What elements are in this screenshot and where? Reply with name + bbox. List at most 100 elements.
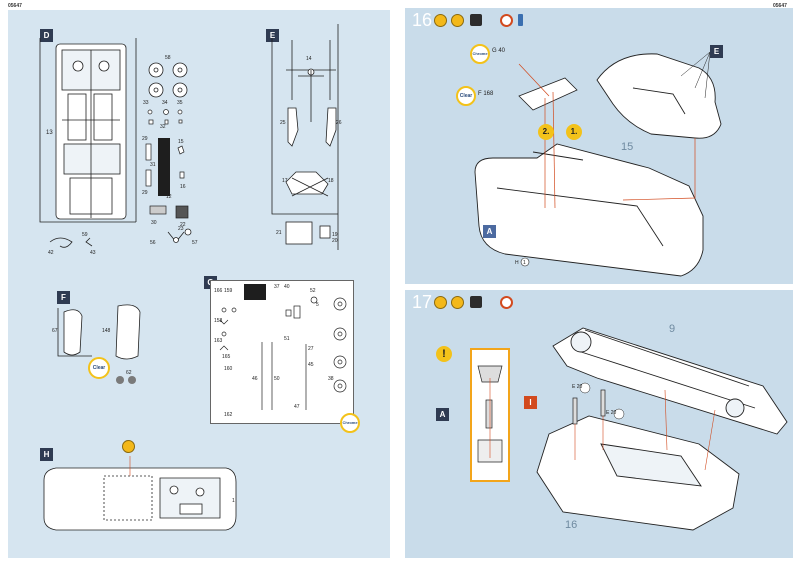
step16-order-1: 1. — [566, 124, 582, 140]
label-g-159: 159 — [224, 288, 233, 294]
label-g-163: 163 — [214, 338, 223, 344]
label-d-34: 34 — [162, 100, 168, 106]
step16-clear-part: F 168 — [478, 91, 493, 97]
label-e-21: 21 — [276, 230, 282, 236]
label-e-26: 26 — [336, 120, 342, 126]
section-f-drawing: 67 148 62 — [52, 304, 141, 384]
step17-warning-icon: ! — [436, 346, 452, 362]
step17-part-9-label: 9 — [669, 323, 675, 335]
label-d-32: 32 — [160, 124, 166, 130]
label-g-158: 158 — [214, 318, 223, 324]
step17-number: 17 — [412, 292, 433, 312]
label-d-56: 56 — [150, 240, 156, 246]
label-g-162: 162 — [224, 412, 233, 418]
label-e-14: 14 — [306, 56, 312, 62]
step17-part-20a: 20 — [576, 384, 583, 390]
label-g-5: 5 — [316, 302, 319, 308]
label-d-29a: 29 — [142, 136, 148, 142]
section-d-drawing: 13 58 33 34 35 32 29 31 15 16 29 12 30 2… — [39, 38, 198, 256]
label-d-12: 12 — [166, 194, 172, 200]
step17-part-e-letter-b: E — [606, 410, 610, 416]
section-f-clear-badge: Clear — [88, 357, 110, 379]
section-h-drawing: 1 — [43, 456, 237, 531]
label-d-59: 59 — [82, 232, 88, 238]
label-g-50: 50 — [274, 376, 280, 382]
step17-brush-icon — [434, 296, 447, 309]
label-d-57: 57 — [192, 240, 198, 246]
label-f-67: 67 — [52, 328, 58, 334]
label-h-1: 1 — [232, 498, 235, 504]
label-g-27: 27 — [308, 346, 314, 352]
step17-i-badge: I — [524, 396, 537, 409]
label-g-47: 47 — [294, 404, 300, 410]
step17-part-e-label-a: E 20 — [572, 384, 582, 390]
label-e-18: 18 — [328, 178, 334, 184]
step16-clock-icon — [500, 14, 513, 27]
step17-glue-icon — [470, 296, 482, 308]
step16-paint-bottle-icon — [518, 14, 523, 26]
section-g-frame — [210, 280, 354, 424]
label-g-37: 37 — [274, 284, 280, 290]
section-g-chrome-badge: Chrome — [340, 413, 360, 433]
section-e-panel — [258, 10, 390, 264]
label-d-42: 42 — [48, 250, 54, 256]
section-h-badge: H — [40, 448, 53, 461]
label-g-160: 160 — [224, 366, 233, 372]
label-e-25: 25 — [280, 120, 286, 126]
step17-knife-icon — [451, 296, 464, 309]
step16-part-15-label: 15 — [621, 141, 633, 153]
step16-glue-icon — [470, 14, 482, 26]
step16-number: 16 — [412, 10, 433, 30]
label-d-58: 58 — [165, 55, 171, 61]
label-d-35: 35 — [177, 100, 183, 106]
label-g-165: 165 — [222, 354, 231, 360]
label-d-29b: 29 — [142, 190, 148, 196]
label-d-33: 33 — [143, 100, 149, 106]
label-e-17: 17 — [282, 178, 288, 184]
label-g-51: 51 — [284, 336, 290, 342]
label-e-19: 19 — [332, 232, 338, 238]
step17-drawing: 9 16 — [536, 323, 788, 531]
label-d-31: 31 — [150, 162, 156, 168]
section-h-paint-icon — [122, 440, 135, 453]
step16-part-h-num: 1 — [523, 260, 526, 266]
label-g-166: 166 — [214, 288, 223, 294]
step16-drawing: 15 H 1 — [474, 51, 722, 277]
step16-part-h-label: H — [515, 260, 519, 266]
label-d-22: 22 — [180, 222, 186, 228]
step16-e-badge: E — [710, 45, 723, 58]
step16-clear-badge: Clear — [456, 86, 476, 106]
step17-part-e-label-b: E 20 — [606, 410, 616, 416]
section-g-drawing: 166 159 37 40 5 38 158 163 165 160 46 50… — [214, 284, 347, 418]
step17-part-20b: 20 — [610, 410, 617, 416]
step16-chrome-part-letter: G — [492, 48, 497, 54]
right-page-code: 05647 — [773, 3, 787, 9]
label-g-38: 38 — [328, 376, 334, 382]
section-e-badge: E — [266, 29, 279, 42]
section-e-drawing: 14 25 26 17 18 21 19 20 — [271, 24, 342, 250]
label-g-45: 45 — [308, 362, 314, 368]
label-g-46: 46 — [252, 376, 258, 382]
section-f-badge: F — [57, 291, 70, 304]
step16-brush-icon — [434, 14, 447, 27]
label-f-62: 62 — [126, 370, 132, 376]
label-e-20: 20 — [332, 238, 338, 244]
step17-a-badge: A — [436, 408, 449, 421]
step16-knife-icon — [451, 14, 464, 27]
step17-part-16-label: 16 — [565, 519, 577, 531]
label-f-148: 148 — [102, 328, 111, 334]
step16-order-2: 2. — [538, 124, 554, 140]
step16-clear-part-letter: F — [478, 91, 482, 97]
step17-part-e-letter-a: E — [572, 384, 576, 390]
label-g-52: 52 — [310, 288, 316, 294]
step16-chrome-part: G 40 — [492, 48, 505, 54]
step16-clear-part-num: 168 — [483, 91, 494, 97]
label-d-16: 16 — [180, 184, 186, 190]
step16-chrome-part-num: 40 — [498, 48, 506, 54]
step17-detail-drawing — [477, 365, 503, 463]
label-d-30: 30 — [151, 220, 157, 226]
section-d-badge: D — [40, 29, 53, 42]
label-d-13: 13 — [46, 130, 53, 136]
label-d-43: 43 — [90, 250, 96, 256]
label-g-40: 40 — [284, 284, 290, 290]
